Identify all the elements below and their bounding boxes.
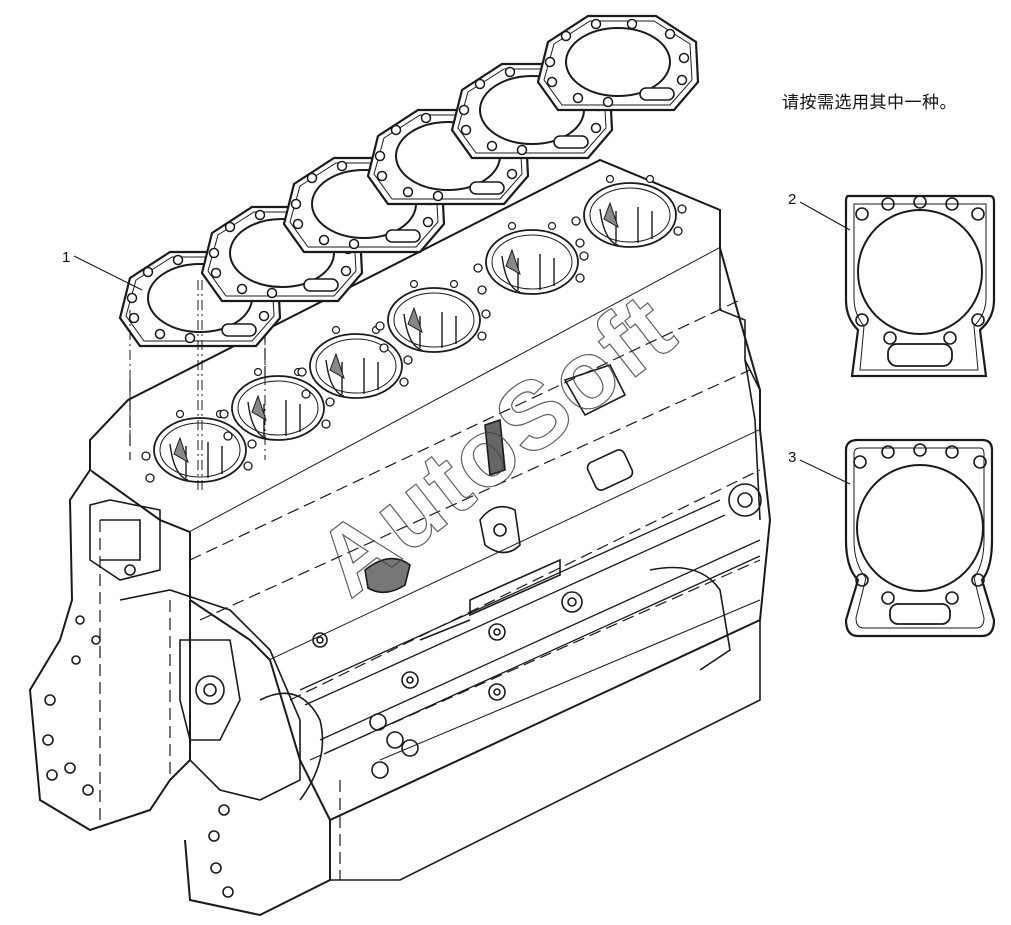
gasket-variant-2 <box>844 194 996 378</box>
callout-2: 2 <box>788 191 851 231</box>
gasket-variant-3 <box>844 438 996 638</box>
callout-label-1: 1 <box>62 249 70 266</box>
callout-1: 1 <box>62 249 143 291</box>
alignment-lines <box>129 280 266 490</box>
callout-label-2: 2 <box>788 191 796 208</box>
head-gasket-6 <box>536 14 700 112</box>
callout-3: 3 <box>788 449 851 485</box>
callout-label-3: 3 <box>788 449 796 466</box>
selection-note: 请按需选用其中一种。 <box>782 93 957 113</box>
